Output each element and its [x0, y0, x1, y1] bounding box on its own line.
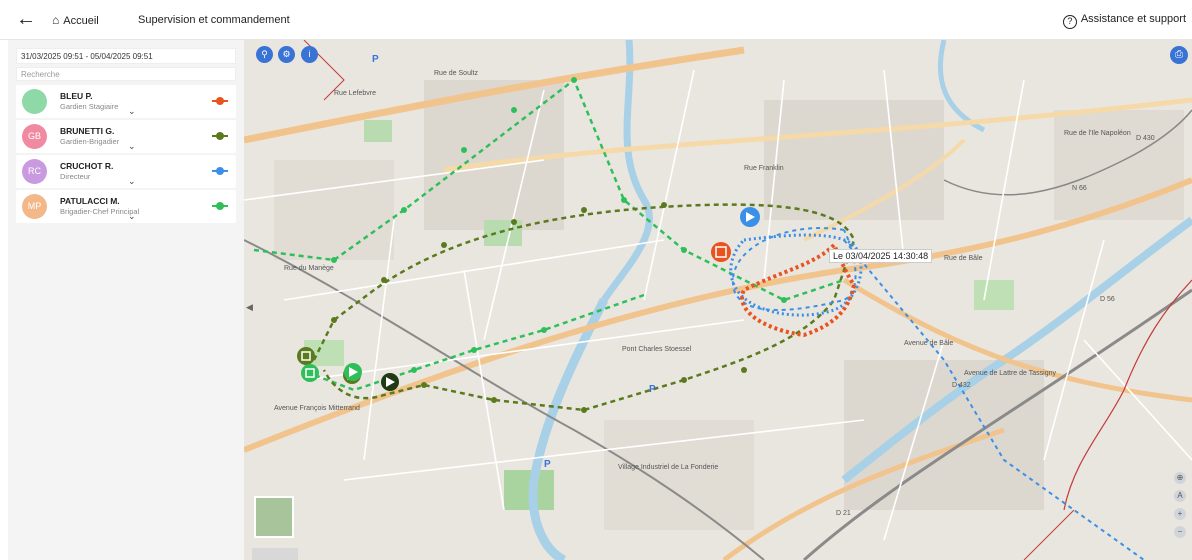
avatar: GB	[22, 124, 47, 149]
chevron-down-icon[interactable]: ⌄	[128, 106, 136, 116]
home-link[interactable]: ⌂Accueil	[52, 13, 99, 27]
compass-icon[interactable]: A	[1174, 490, 1186, 502]
parking-icon: P	[544, 459, 551, 470]
map-label: Rue de Bâle	[944, 255, 983, 262]
date-range-field[interactable]: 31/03/2025 09:51 - 05/04/2025 09:51	[16, 48, 236, 64]
zoom-out-icon[interactable]: −	[1174, 526, 1186, 538]
map-label: Rue Lefebvre	[334, 90, 377, 97]
settings-icon[interactable]: ⚙	[278, 46, 295, 63]
chevron-down-icon[interactable]: ⌄	[128, 141, 136, 151]
zoom-in-icon[interactable]: +	[1174, 508, 1186, 520]
agent-role: Directeur	[60, 172, 91, 181]
map-label: D 56	[1100, 296, 1115, 303]
house-icon: ⌂	[52, 13, 60, 27]
page-title: Supervision et commandement	[138, 14, 290, 26]
agent-name: CRUCHOT R.	[60, 161, 114, 171]
agent-item-patulacci[interactable]: MP PATULACCI M. Brigadier-Chef Principal…	[16, 190, 236, 223]
map-canvas[interactable]	[244, 40, 1192, 560]
avatar	[22, 89, 47, 114]
agent-item-brunetti[interactable]: GB BRUNETTI G. Gardien-Brigadier ⌄	[16, 120, 236, 153]
track-color-swatch	[212, 166, 228, 176]
map-label: Avenue François Mitterrand	[274, 405, 360, 412]
info-icon[interactable]: i	[301, 46, 318, 63]
map-label: Avenue de Lattre de Tassigny	[964, 370, 1056, 377]
track-color-swatch	[212, 131, 228, 141]
question-circle-icon: ?	[1062, 15, 1077, 29]
scale-bar	[252, 548, 298, 560]
map-label: D 432	[952, 382, 971, 389]
map-label: Pont Charles Stoessel	[622, 346, 692, 353]
agent-role: Gardien Stagiaire	[60, 102, 119, 111]
avatar: MP	[22, 194, 47, 219]
map-label: Rue de Soultz	[434, 70, 478, 77]
map-label: D 21	[836, 510, 851, 517]
chevron-down-icon[interactable]: ⌄	[128, 211, 136, 221]
agent-role: Brigadier-Chef Principal	[60, 207, 140, 216]
agent-item-bleu[interactable]: BLEU P. Gardien Stagiaire ⌄	[16, 85, 236, 118]
track-color-swatch	[212, 201, 228, 211]
agent-item-cruchot[interactable]: RC CRUCHOT R. Directeur ⌄	[16, 155, 236, 188]
collapse-sidebar-icon[interactable]: ◀	[246, 302, 253, 312]
map-label: D 430	[1136, 135, 1155, 142]
locate-icon[interactable]: ⊕	[1174, 472, 1186, 484]
map-label: Village Industriel de La Fonderie	[618, 464, 719, 471]
map-label: Rue du Manège	[284, 265, 334, 272]
chevron-down-icon[interactable]: ⌄	[128, 176, 136, 186]
parking-icon: P	[649, 384, 656, 395]
agent-name: PATULACCI M.	[60, 196, 120, 206]
avatar: RC	[22, 159, 47, 184]
print-icon[interactable]: ⎙	[1170, 46, 1188, 64]
back-arrow-icon[interactable]: ←	[16, 8, 36, 30]
search-icon[interactable]: ⚲	[256, 46, 273, 63]
search-input[interactable]: Recherche	[16, 67, 236, 81]
help-label: Assistance et support	[1080, 13, 1186, 25]
map-label: Avenue de Bâle	[904, 340, 954, 347]
parking-icon: P	[372, 54, 379, 65]
map-label: Rue de l'Ile Napoléon	[1064, 130, 1131, 137]
home-label: Accueil	[63, 15, 99, 27]
map-label: Rue Franklin	[744, 165, 784, 172]
top-bar: ← ⌂Accueil Supervision et commandement ?…	[0, 0, 1192, 40]
track-color-swatch	[212, 96, 228, 106]
agent-name: BRUNETTI G.	[60, 126, 115, 136]
agent-role: Gardien-Brigadier	[60, 137, 120, 146]
layer-switcher-thumbnail[interactable]	[254, 496, 294, 538]
map-view[interactable]: Avenue François Mitterrand Rue Franklin …	[244, 40, 1192, 560]
help-link[interactable]: ?Assistance et support	[1062, 13, 1186, 29]
sidebar: 31/03/2025 09:51 - 05/04/2025 09:51 Rech…	[8, 40, 244, 560]
agent-name: BLEU P.	[60, 91, 93, 101]
track-tooltip: Le 03/04/2025 14:30:48	[829, 249, 933, 263]
map-label: N 66	[1072, 185, 1087, 192]
